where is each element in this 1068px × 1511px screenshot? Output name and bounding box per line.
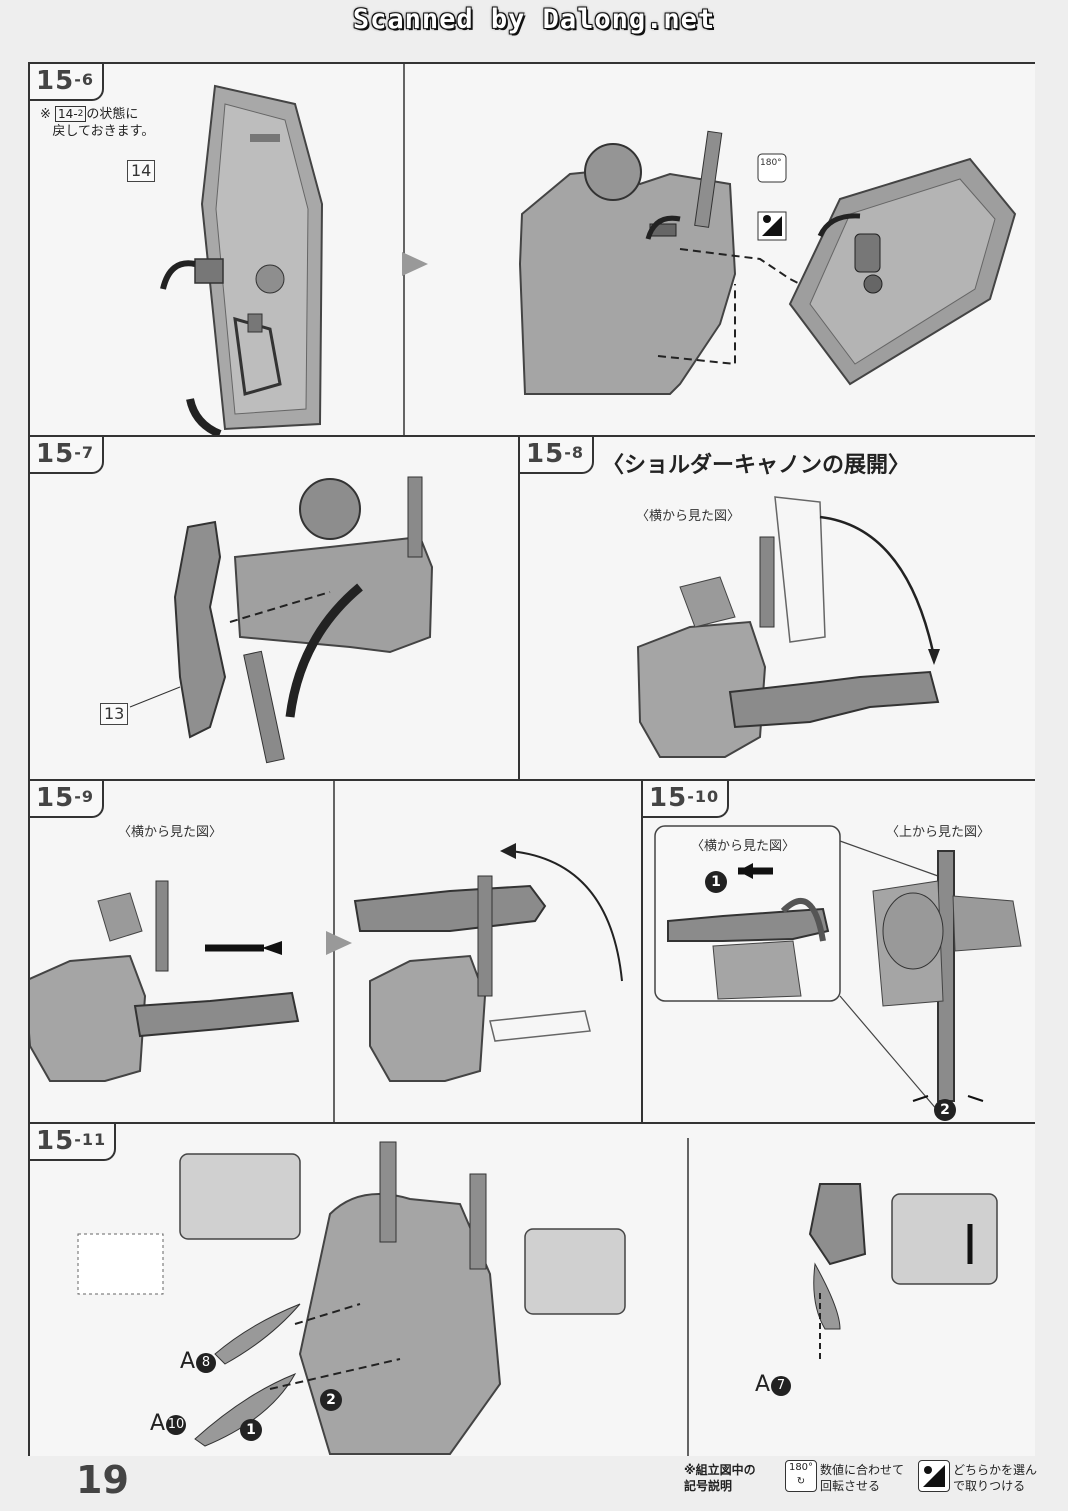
part-label-13: 13 — [100, 703, 129, 725]
robot-side-view-right — [353, 875, 591, 1082]
rotate-180-icon: 180°↻ — [785, 1460, 817, 1492]
detail-inset-2 — [524, 1228, 626, 1315]
cannon-part-13 — [173, 520, 227, 739]
robot-side-view-left — [30, 880, 300, 1082]
swing-arrow — [509, 850, 623, 982]
choose-either-icon — [918, 1460, 950, 1492]
side-view-caption: 〈横から見た図〉 — [691, 839, 796, 854]
rotate-arrow-3 — [817, 213, 861, 238]
robot-torso — [298, 1141, 502, 1455]
robot-top-view — [872, 850, 1022, 1102]
part-label-14: 14 — [127, 160, 156, 182]
push-arrow-head — [262, 941, 282, 955]
dashed-guide-1 — [679, 248, 866, 301]
cannon-barrel-part — [243, 650, 285, 764]
step-tab-15-7: 15-7 — [30, 437, 104, 474]
panel-15-10-drawing — [654, 825, 1022, 1112]
cannon-folded-ghost — [774, 496, 826, 643]
robot-side-view — [636, 536, 775, 758]
rotate-arrow-2 — [645, 215, 681, 240]
side-view-caption: 〈横から見た図〉 — [118, 825, 223, 840]
panel-15-11-drawing — [77, 1138, 998, 1456]
rotate-180-symbol — [757, 153, 787, 183]
panel-15-9-drawing — [30, 781, 623, 1122]
step-number-1: 1 — [240, 1419, 262, 1441]
robot-upper-body — [518, 130, 737, 395]
choose-either-glyph — [923, 1465, 945, 1487]
legend-choose-text: どちらかを選んで取りつける — [953, 1463, 1038, 1493]
leader-line — [129, 686, 181, 708]
scan-credit: Scanned by Dalong.net — [352, 4, 716, 35]
detail-inset-dashed — [77, 1233, 164, 1295]
panel-15-7-drawing — [129, 476, 434, 764]
dashed-guide — [229, 591, 331, 623]
section-title: 〈ショルダーキャノンの展開〉 — [602, 453, 911, 478]
step-tab-15-6: 15-6 — [30, 64, 104, 101]
legend-rotate-text: 数値に合わせて回転させる — [820, 1463, 905, 1493]
page-number: 19 — [76, 1458, 129, 1502]
panel-15-9: 15-9 〈横から見た図〉 — [30, 781, 643, 1124]
shield-drawing-right — [788, 157, 1017, 386]
down-arrow — [186, 398, 222, 435]
next-step-arrow — [326, 931, 352, 955]
rotate-180-label: 180° — [760, 158, 782, 168]
step-number-2: 2 — [320, 1389, 342, 1411]
step-tab-15-8: 15-8 — [520, 437, 594, 474]
robot-side-view-inset — [667, 898, 830, 1000]
robot-shoulder — [233, 476, 434, 654]
step-tab-15-10: 15-10 — [643, 781, 730, 818]
step-number-1: 1 — [705, 871, 727, 893]
cannon-extended — [728, 670, 940, 729]
side-view-caption: 〈横から見た図〉 — [636, 509, 741, 524]
next-step-arrow — [402, 252, 428, 276]
detail-inset-3 — [891, 1193, 998, 1285]
effect-parts — [194, 1183, 867, 1447]
detail-inset-1 — [179, 1153, 301, 1240]
shield-drawing — [194, 84, 324, 431]
step-tab-15-11: 15-11 — [30, 1124, 117, 1161]
rotate-arrow — [160, 260, 196, 290]
panel-15-11: 15-11 A8 A10 A9 A7 1 2 — [30, 1124, 1035, 1456]
swing-arrow — [819, 515, 935, 653]
panel-15-6-drawing — [160, 64, 1017, 435]
panel-15-8: 15-8 〈ショルダーキャノンの展開〉 〈横から見た図〉 — [520, 437, 1035, 781]
legend-title: ※組立図中の記号説明 — [684, 1463, 756, 1493]
top-view-caption: 〈上から見た図〉 — [886, 825, 991, 840]
panel-15-8-drawing — [636, 496, 940, 758]
panel-15-10: 15-10 〈横から見た図〉 〈上から見た図〉 1 2 — [643, 781, 1035, 1124]
panel-15-7: 15-7 13 — [30, 437, 520, 781]
step-tab-15-9: 15-9 — [30, 781, 104, 818]
dashed-guide-2 — [657, 284, 736, 366]
rotate-arrow — [285, 583, 363, 718]
step-number-2: 2 — [934, 1099, 956, 1121]
